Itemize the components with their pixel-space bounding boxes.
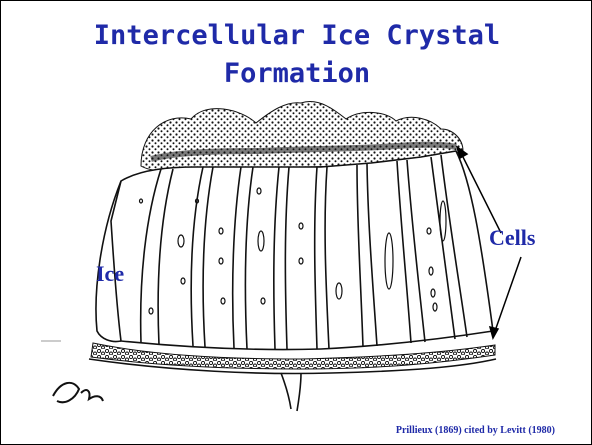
ice-label: Ice [96, 261, 124, 287]
slide-title: Intercellular Ice Crystal Formation [41, 17, 553, 93]
title-line-2: Formation [41, 55, 553, 93]
title-line-1: Intercellular Ice Crystal [41, 17, 553, 55]
cells-outline [111, 151, 493, 350]
citation: Prillieux (1869) cited by Levitt (1980) [396, 425, 555, 436]
signature [53, 383, 103, 402]
cells-label: Cells [489, 225, 535, 251]
